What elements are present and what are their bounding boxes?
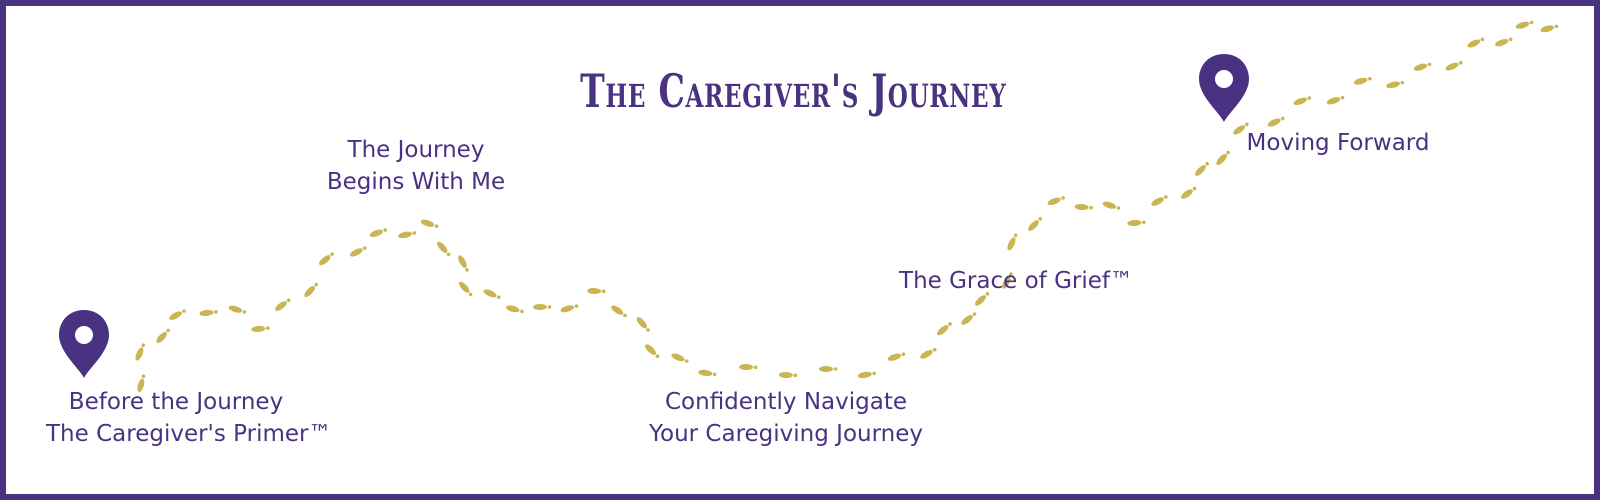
footprint-icon	[1326, 95, 1345, 105]
footprint-icon	[1127, 219, 1146, 227]
footprint-icon	[1386, 80, 1405, 89]
footprint-icon	[251, 325, 270, 333]
footprint-icon	[671, 353, 689, 363]
footprint-icon	[1028, 217, 1043, 231]
footprint-icon	[398, 231, 417, 239]
stage-label-journey-begins: The Journey Begins With Me	[306, 134, 526, 198]
footprint-icon	[1267, 116, 1285, 127]
footprint-icon	[1495, 37, 1513, 47]
footprint-icon	[961, 312, 977, 325]
footprint-icon	[1195, 161, 1209, 176]
footprint-icon	[156, 328, 170, 343]
footprint-icon	[459, 281, 473, 297]
stage-line: Before the Journey	[68, 389, 284, 415]
footprint-icon	[975, 292, 990, 306]
footprint-icon	[1353, 76, 1372, 85]
footprint-icon	[505, 305, 524, 314]
footprint-icon	[1467, 37, 1485, 48]
footprint-icon	[560, 304, 579, 313]
footprint-icon	[1413, 62, 1432, 71]
footprint-icon	[169, 309, 186, 320]
stage-label-grace-of-grief: The Grace of Grief™	[886, 265, 1146, 297]
footprint-icon	[1102, 201, 1121, 210]
footprint-icon	[420, 219, 439, 229]
stage-line: Begins With Me	[326, 169, 506, 195]
footprint-icon	[739, 363, 758, 371]
footprint-icon	[819, 366, 838, 372]
stage-line: The Journey	[347, 137, 485, 163]
footprint-icon	[1445, 60, 1463, 71]
footprint-icon	[1181, 186, 1197, 199]
footprint-icon	[199, 309, 218, 317]
footprint-icon	[319, 252, 334, 266]
stage-line: The Caregiver's Primer™	[46, 421, 332, 447]
footprint-icon	[275, 298, 291, 311]
stage-line: Confidently Navigate	[664, 389, 908, 415]
footprint-icon	[533, 304, 552, 310]
stage-line: Moving Forward	[1246, 130, 1430, 156]
footprint-icon	[137, 374, 146, 393]
footprint-icon	[636, 317, 650, 332]
page-title: The Caregiver's Journey	[580, 64, 1007, 118]
footprint-trail	[135, 20, 1559, 393]
footprint-icon	[1047, 196, 1065, 206]
map-pin-icon	[59, 310, 109, 378]
footprint-icon	[135, 343, 146, 361]
footprint-icon	[611, 305, 627, 318]
footprint-icon	[1074, 203, 1093, 211]
footprint-icon	[1540, 24, 1559, 33]
map-pin-icon	[1199, 54, 1249, 122]
footprint-icon	[587, 287, 606, 295]
footprint-icon	[369, 228, 388, 237]
footprint-icon	[1233, 122, 1249, 135]
footprint-icon	[698, 369, 717, 377]
footprint-icon	[1007, 233, 1018, 251]
footprint-icon	[483, 289, 501, 300]
footprint-icon	[1515, 20, 1534, 29]
stage-line: Your Caregiving Journey	[649, 421, 923, 447]
stage-line: The Grace of Grief™	[899, 268, 1133, 294]
footprint-icon	[1002, 272, 1013, 289]
footprint-icon	[1293, 96, 1311, 106]
footprint-icon	[304, 282, 318, 297]
footprint-icon	[437, 241, 451, 257]
footprint-icon	[920, 347, 937, 359]
stage-label-before-journey: Before the Journey The Caregiver's Prime…	[46, 386, 332, 450]
footprint-icon	[1151, 195, 1168, 206]
footprint-icon	[778, 371, 798, 379]
footprint-icon	[349, 246, 367, 257]
footprint-icon	[937, 322, 952, 336]
stage-label-moving-forward: Moving Forward	[1228, 127, 1448, 159]
footprint-icon	[1216, 150, 1230, 165]
footprint-icon	[228, 305, 247, 314]
footprint-icon	[887, 352, 906, 361]
footprint-icon	[857, 371, 877, 379]
stage-label-confidently-navigate: Confidently Navigate Your Caregiving Jou…	[646, 386, 926, 450]
footprint-icon	[458, 255, 469, 272]
footprint-icon	[645, 344, 660, 358]
